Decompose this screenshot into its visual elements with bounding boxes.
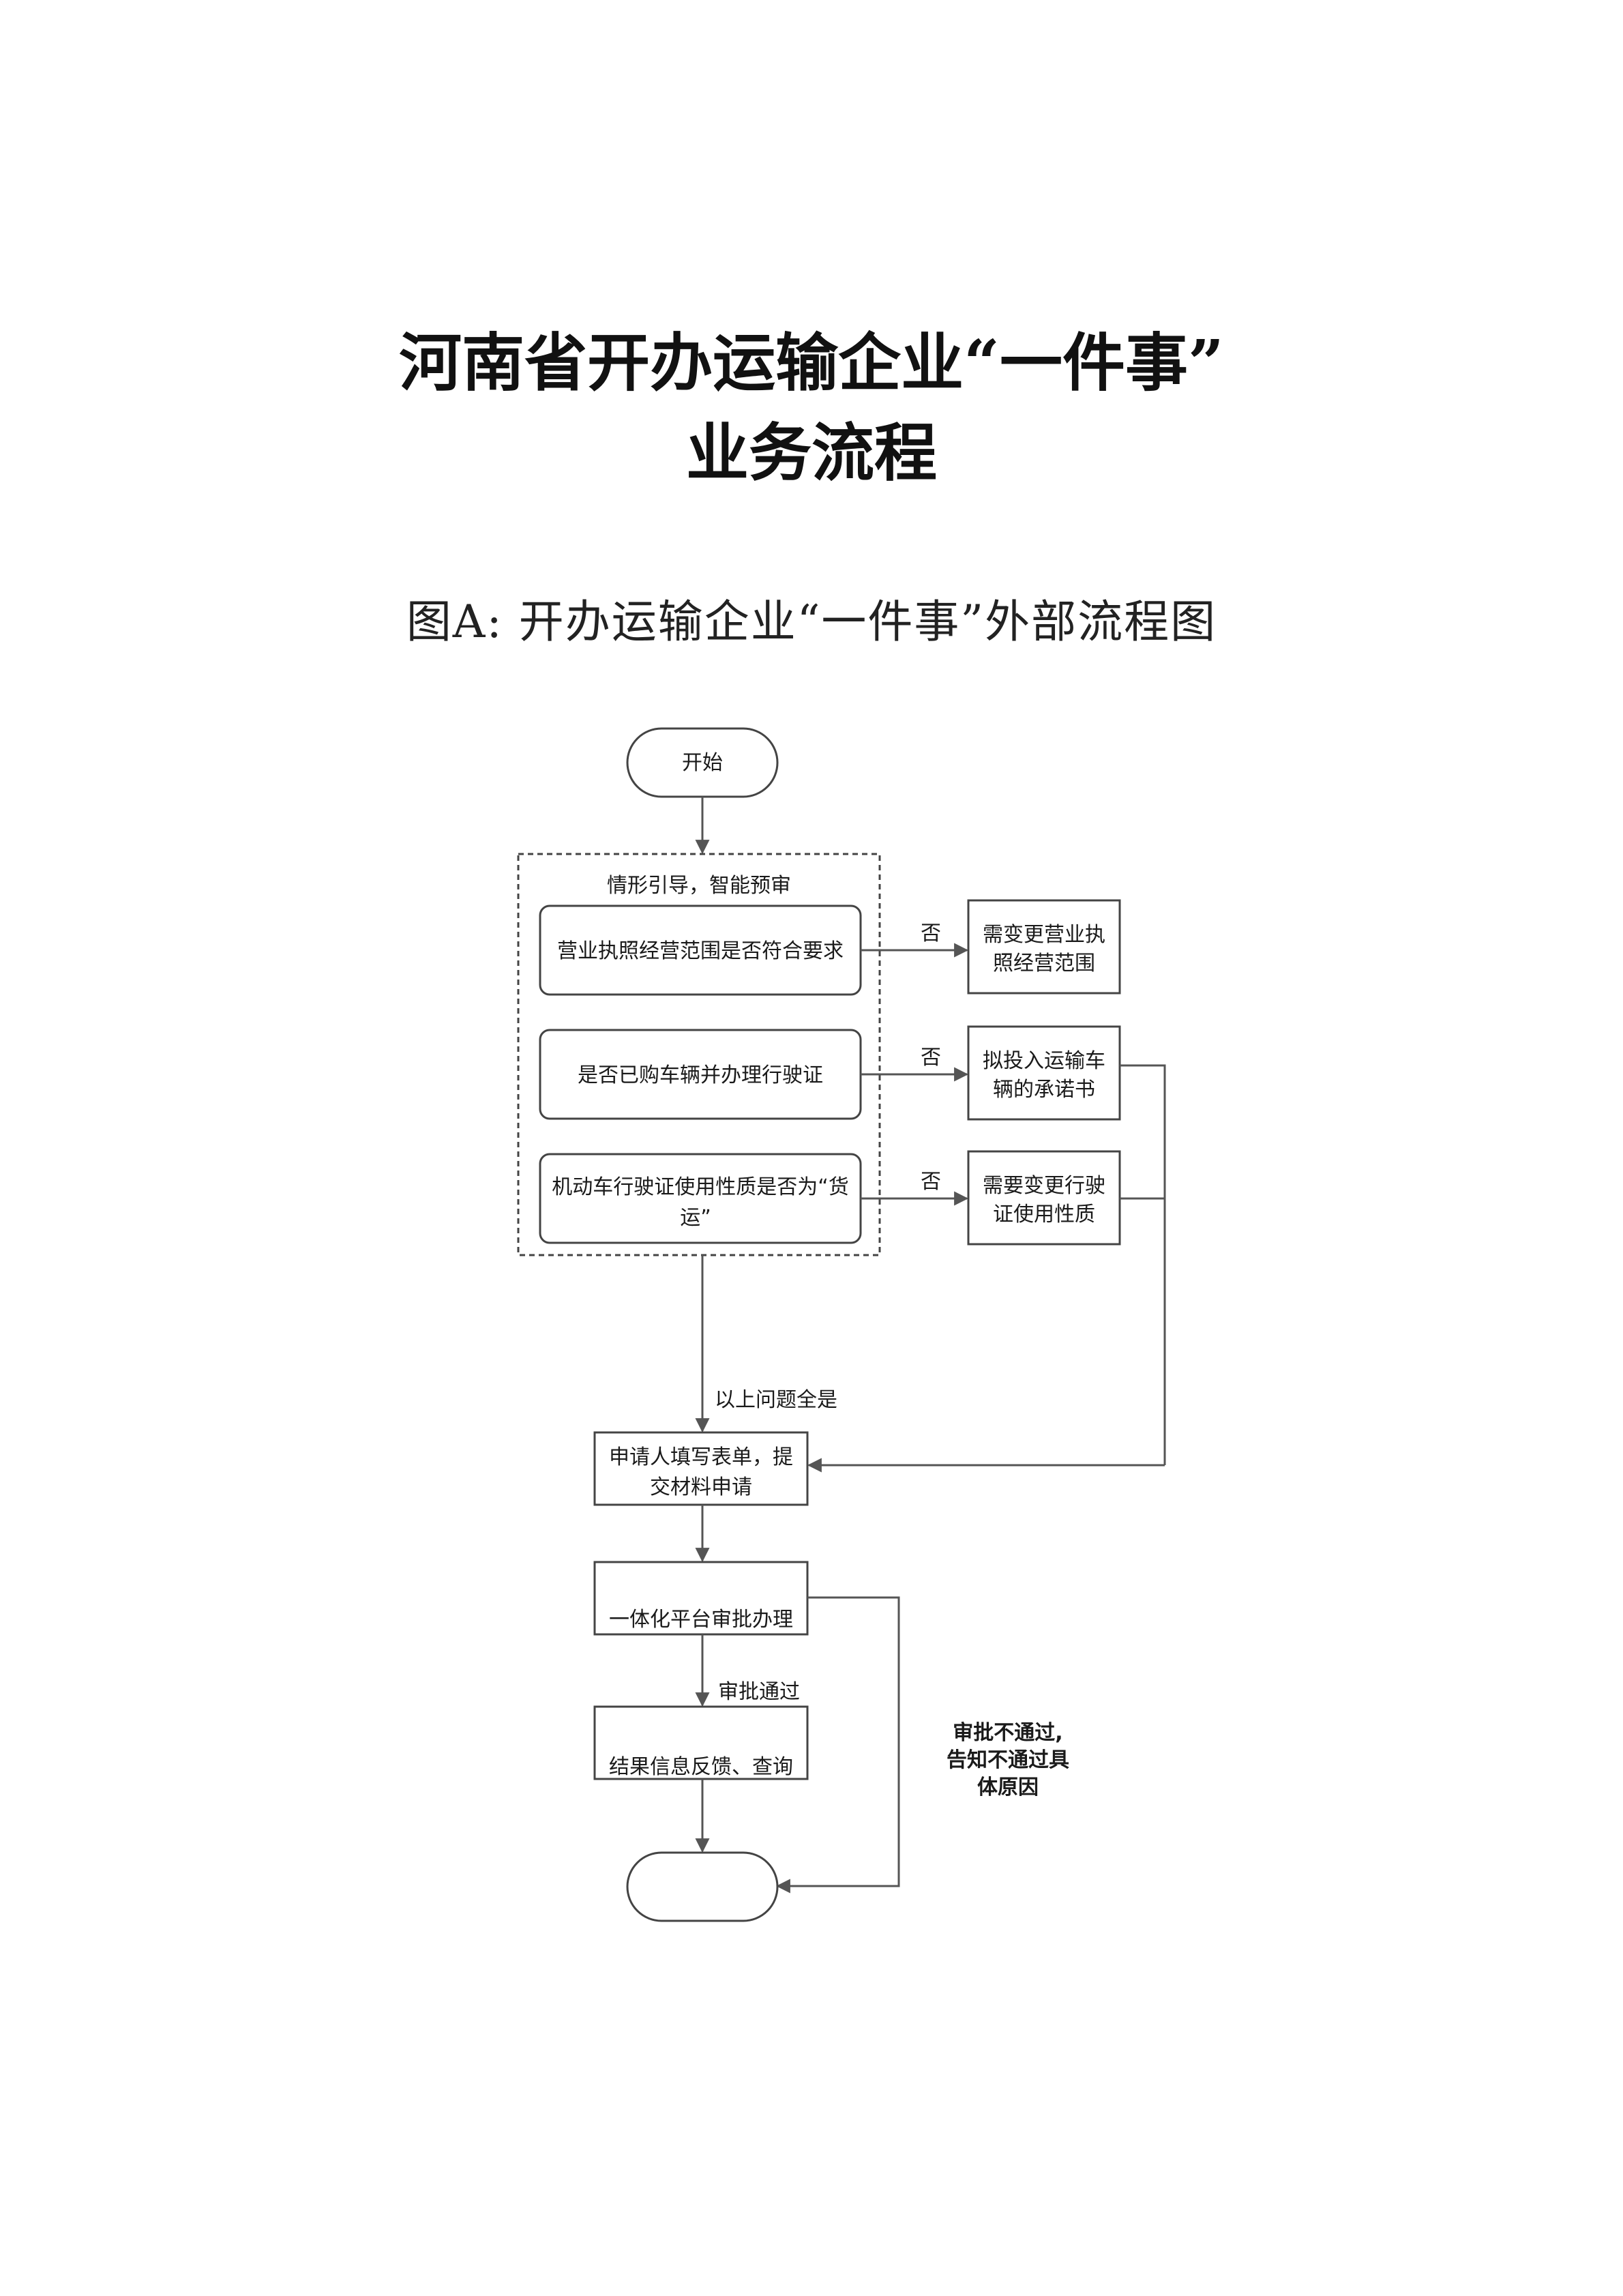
approve-label: 一体化平台审批办理 xyxy=(609,1608,793,1632)
apply-line1: 申请人填写表单，提 xyxy=(609,1445,793,1469)
outcome-1-line1: 需变更营业执 xyxy=(983,923,1105,947)
apply-line2: 交材料申请 xyxy=(650,1475,752,1499)
reject-line1: 审批不通过, xyxy=(953,1721,1062,1745)
no-label-3: 否 xyxy=(921,1170,941,1194)
question-3-label-line2: 运” xyxy=(680,1206,711,1230)
outcome-2-box xyxy=(967,1025,1121,1121)
document-title-line2: 业务流程 xyxy=(685,416,937,490)
pass-label: 审批通过 xyxy=(718,1680,800,1704)
no-label-1: 否 xyxy=(921,922,941,945)
no-label-2: 否 xyxy=(921,1046,941,1070)
group-label: 情形引导，智能预审 xyxy=(607,874,791,898)
question-3-label-line1: 机动车行驶证使用性质是否为“货 xyxy=(552,1175,849,1199)
reject-line2: 告知不通过具 xyxy=(947,1748,1069,1772)
outcome-3-line1: 需要变更行驶 xyxy=(983,1174,1105,1198)
arrow-reject-to-end xyxy=(775,1596,900,1894)
end-terminal xyxy=(626,1851,779,1922)
outcome-2-line1: 拟投入运输车 xyxy=(983,1049,1105,1073)
apply-box xyxy=(593,1431,809,1506)
outcome-3-box xyxy=(967,1150,1121,1246)
outcome-1-line2: 照经营范围 xyxy=(993,952,1095,975)
start-label: 开始 xyxy=(682,751,723,775)
all-yes-label: 以上问题全是 xyxy=(715,1388,837,1412)
outcome-2-line2: 辆的承诺书 xyxy=(993,1078,1095,1102)
question-1-label: 营业执照经营范围是否符合要求 xyxy=(557,939,844,963)
result-label: 结果信息反馈、查询 xyxy=(609,1755,793,1779)
question-2-label: 是否已购车辆并办理行驶证 xyxy=(578,1063,823,1087)
return-line-outcome-2 xyxy=(1120,1064,1166,1465)
outcome-3-line2: 证使用性质 xyxy=(993,1203,1095,1226)
figure-caption: 图A: 开办运输企业“一件事”外部流程图 xyxy=(406,595,1217,648)
document-title-line1: 河南省开办运输企业“一件事” xyxy=(399,326,1224,400)
approve-box xyxy=(593,1561,809,1636)
result-box xyxy=(593,1705,809,1780)
reject-line3: 体原因 xyxy=(977,1776,1039,1799)
outcome-1-box xyxy=(967,899,1121,995)
